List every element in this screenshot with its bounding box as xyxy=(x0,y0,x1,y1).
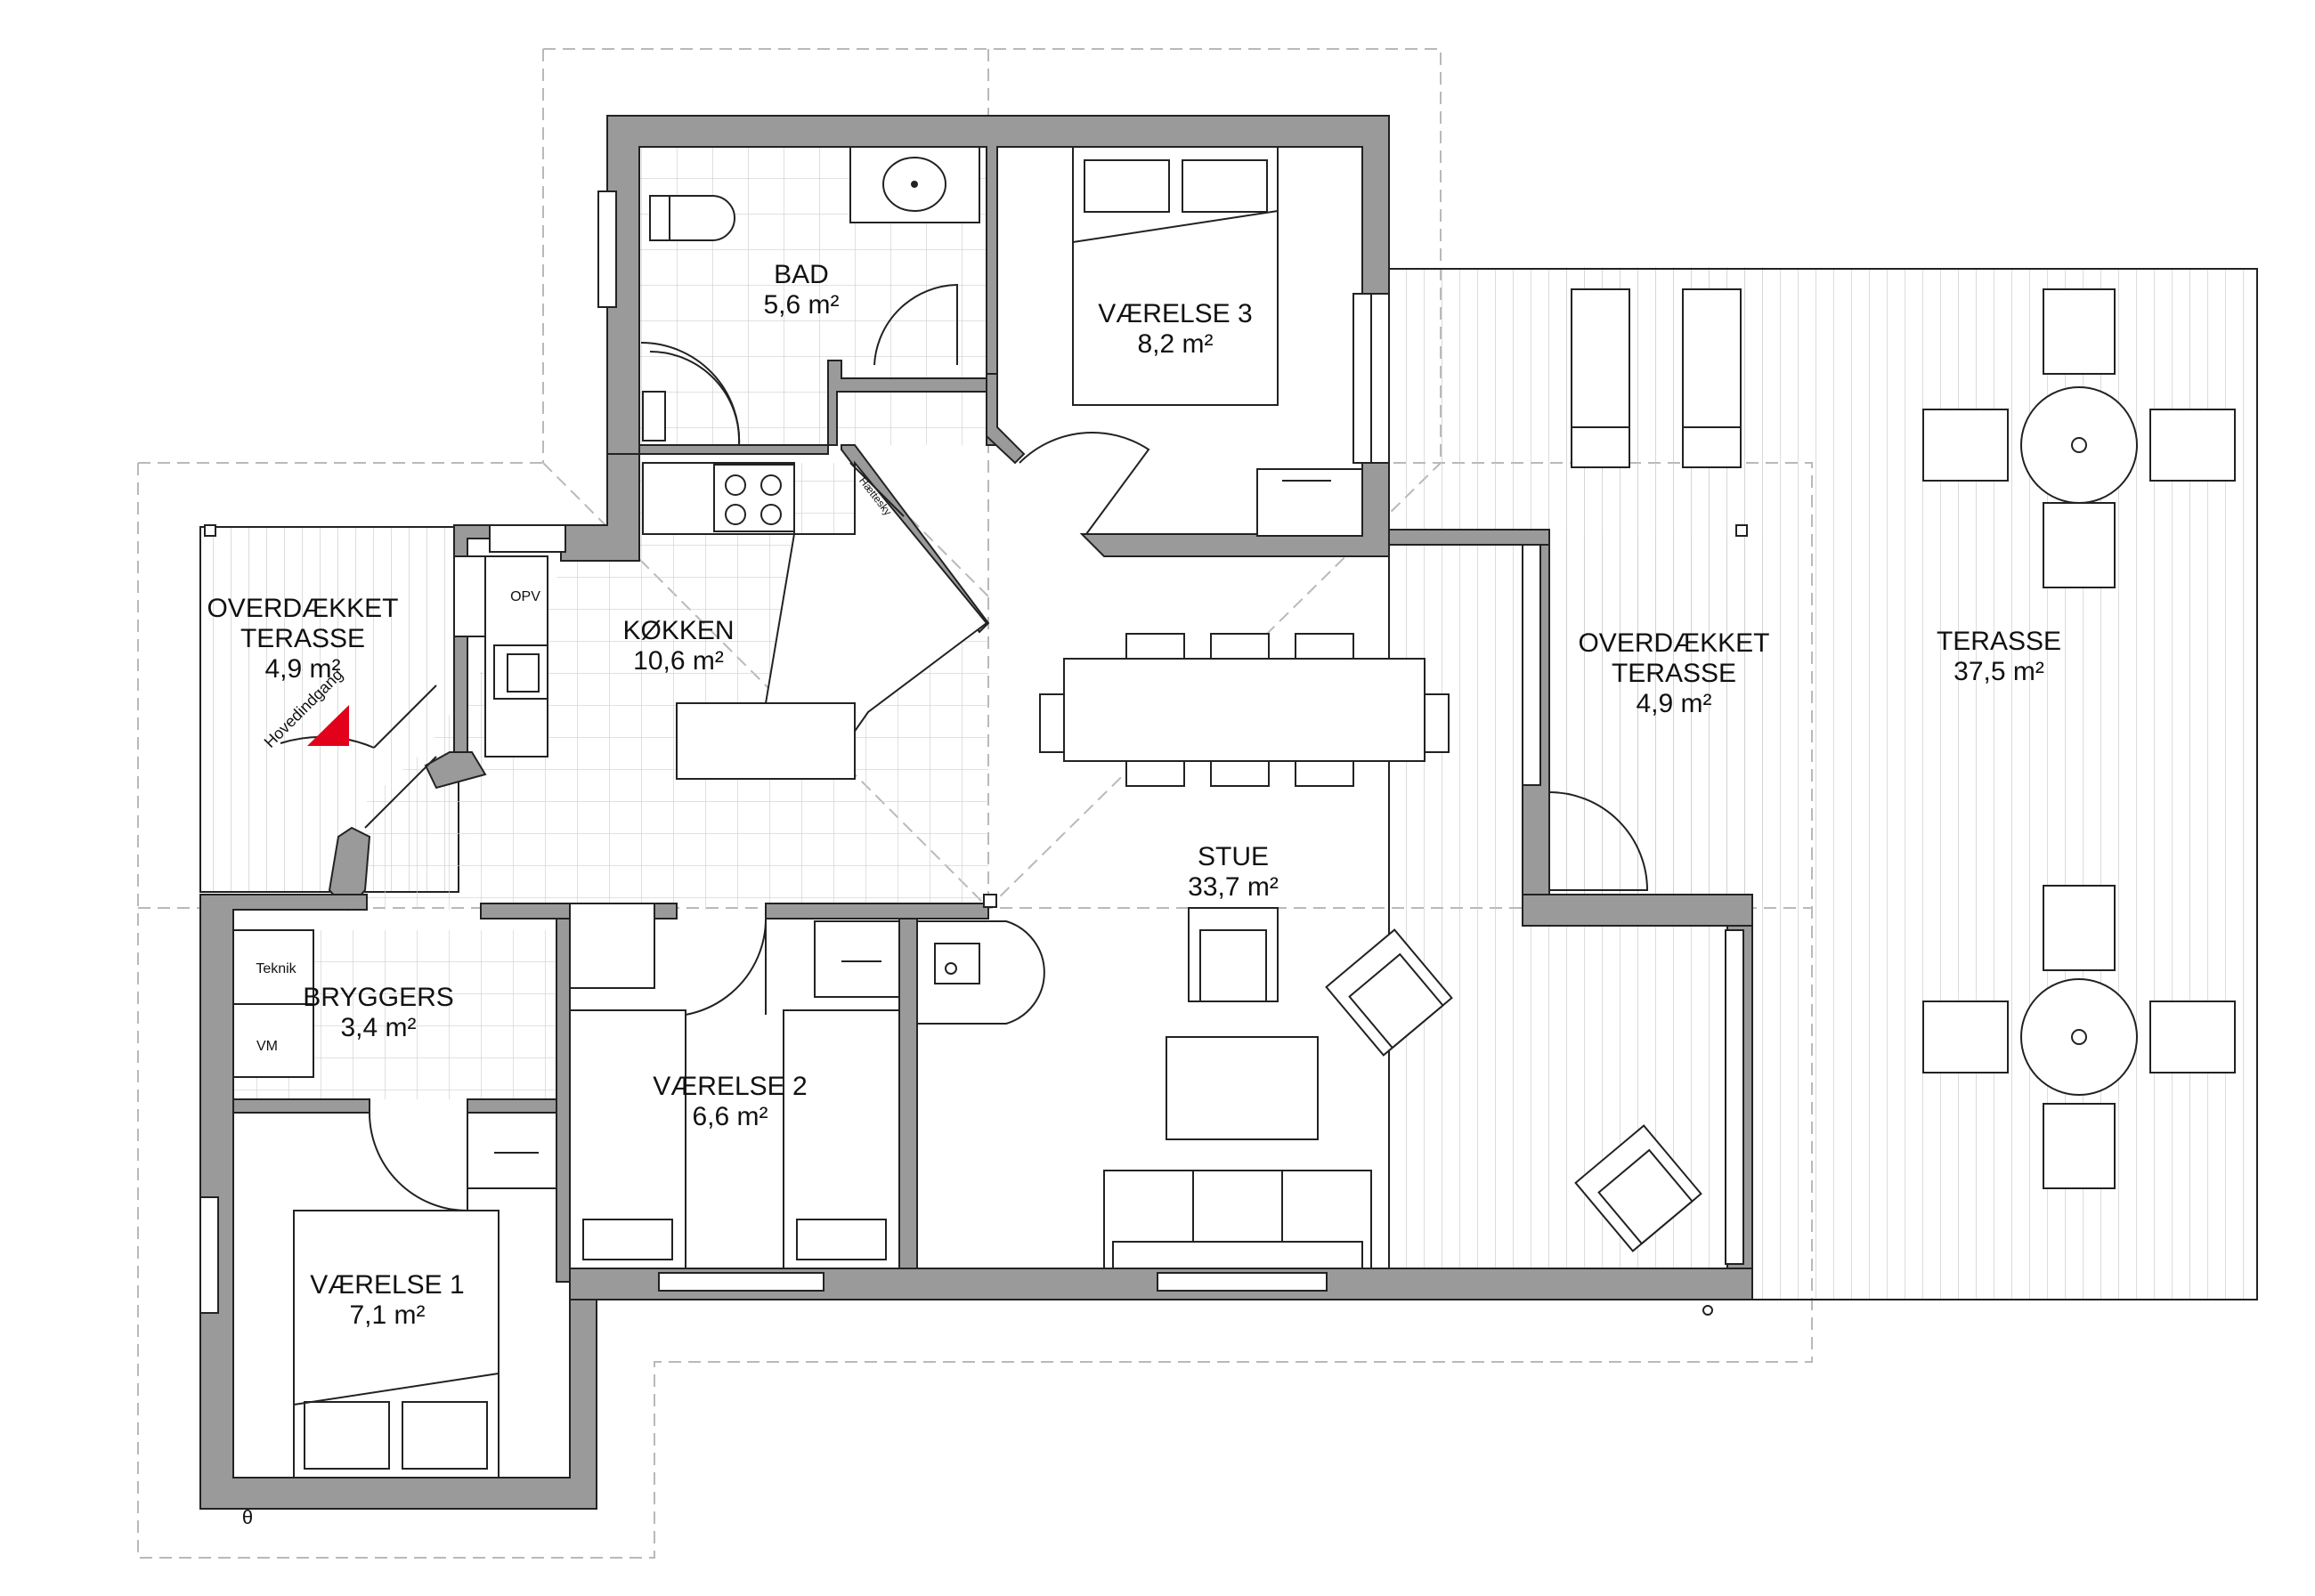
bryggers-name: BRYGGERS xyxy=(303,983,454,1012)
vaerelse1-area: 7,1 m² xyxy=(349,1300,425,1330)
vaerelse3-area: 8,2 m² xyxy=(1137,329,1213,359)
room-labels: BAD 5,6 m² VÆRELSE 3 8,2 m² KØKKEN 10,6 … xyxy=(207,260,2061,1330)
patio-table-north xyxy=(1922,288,2236,588)
kitchen-fixtures xyxy=(453,460,988,780)
bedroom-3-furniture xyxy=(1072,146,1363,537)
overdaekket-oest-line2: TERASSE xyxy=(1612,659,1736,688)
opv-label: OPV xyxy=(510,589,540,604)
north-mark: θ xyxy=(242,1506,253,1528)
overdaekket-vest-line1: OVERDÆKKET xyxy=(207,594,398,623)
terasse-name: TERASSE xyxy=(1937,627,2061,656)
vaerelse3-name: VÆRELSE 3 xyxy=(1098,299,1252,328)
entrance-marker xyxy=(307,705,349,746)
stue-area: 33,7 m² xyxy=(1188,872,1279,902)
koekken-name: KØKKEN xyxy=(622,616,734,645)
lounge-furniture xyxy=(916,907,1702,1269)
dining-table xyxy=(1039,633,1450,787)
bedroom-1-furniture xyxy=(293,1210,500,1479)
vaerelse1-name: VÆRELSE 1 xyxy=(310,1270,464,1300)
overdaekket-oest-area: 4,9 m² xyxy=(1636,689,1711,718)
bedroom-2-furniture xyxy=(569,903,900,1269)
bad-area: 5,6 m² xyxy=(763,290,839,320)
windows xyxy=(199,190,1744,1314)
sunbeds xyxy=(1571,288,1742,468)
overdaekket-vest-area: 4,9 m² xyxy=(264,654,340,684)
stue-name: STUE xyxy=(1198,842,1269,871)
overdaekket-oest-line1: OVERDÆKKET xyxy=(1578,628,1769,658)
bryggers-fixtures xyxy=(232,929,557,1189)
teknik-label: Teknik xyxy=(256,961,296,976)
vaerelse2-area: 6,6 m² xyxy=(692,1102,768,1131)
patio-table-south xyxy=(1922,885,2236,1189)
bath-fixtures xyxy=(640,146,980,446)
vaerelse2-name: VÆRELSE 2 xyxy=(653,1072,807,1101)
overdaekket-vest-line2: TERASSE xyxy=(240,624,365,653)
vm-label: VM xyxy=(256,1039,278,1054)
bryggers-area: 3,4 m² xyxy=(340,1013,416,1042)
terasse-area: 37,5 m² xyxy=(1954,657,2044,686)
bad-name: BAD xyxy=(774,260,829,289)
koekken-area: 10,6 m² xyxy=(633,646,724,676)
